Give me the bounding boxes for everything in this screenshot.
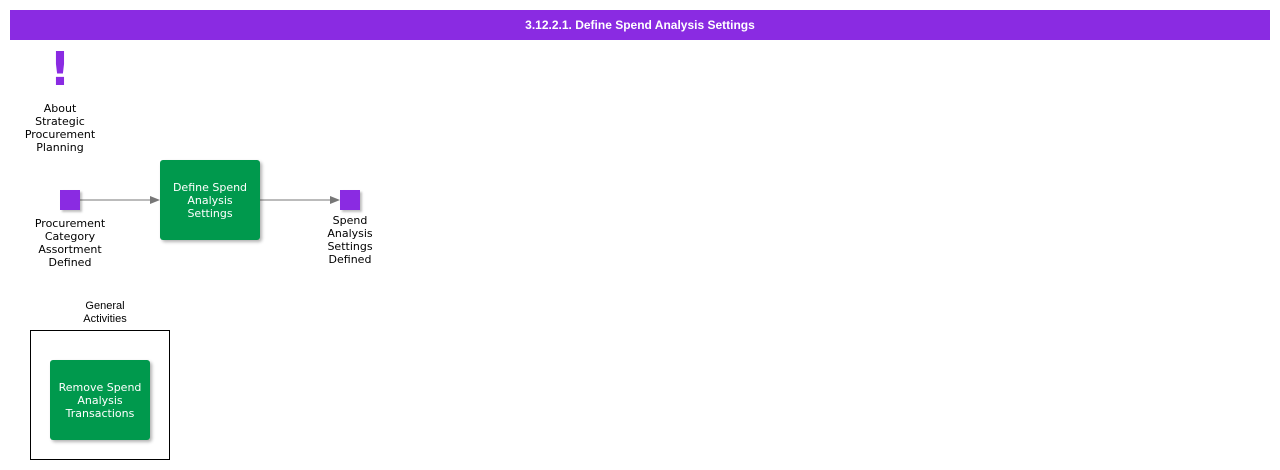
diagram-title: 3.12.2.1. Define Spend Analysis Settings: [10, 10, 1270, 40]
general-activities-group: [30, 330, 170, 460]
start-event[interactable]: [60, 190, 80, 210]
general-activities-label: General Activities: [83, 300, 127, 325]
end-event-label: Spend Analysis Settings Defined: [327, 214, 373, 266]
exclamation-icon[interactable]: !: [49, 42, 71, 96]
define-spend-analysis-settings-activity[interactable]: Define Spend Analysis Settings: [160, 160, 260, 240]
about-link-label[interactable]: About Strategic Procurement Planning: [24, 102, 96, 154]
end-event[interactable]: [340, 190, 360, 210]
start-event-label: Procurement Category Assortment Defined: [34, 217, 106, 269]
remove-spend-analysis-transactions-activity[interactable]: Remove Spend Analysis Transactions: [50, 360, 150, 440]
